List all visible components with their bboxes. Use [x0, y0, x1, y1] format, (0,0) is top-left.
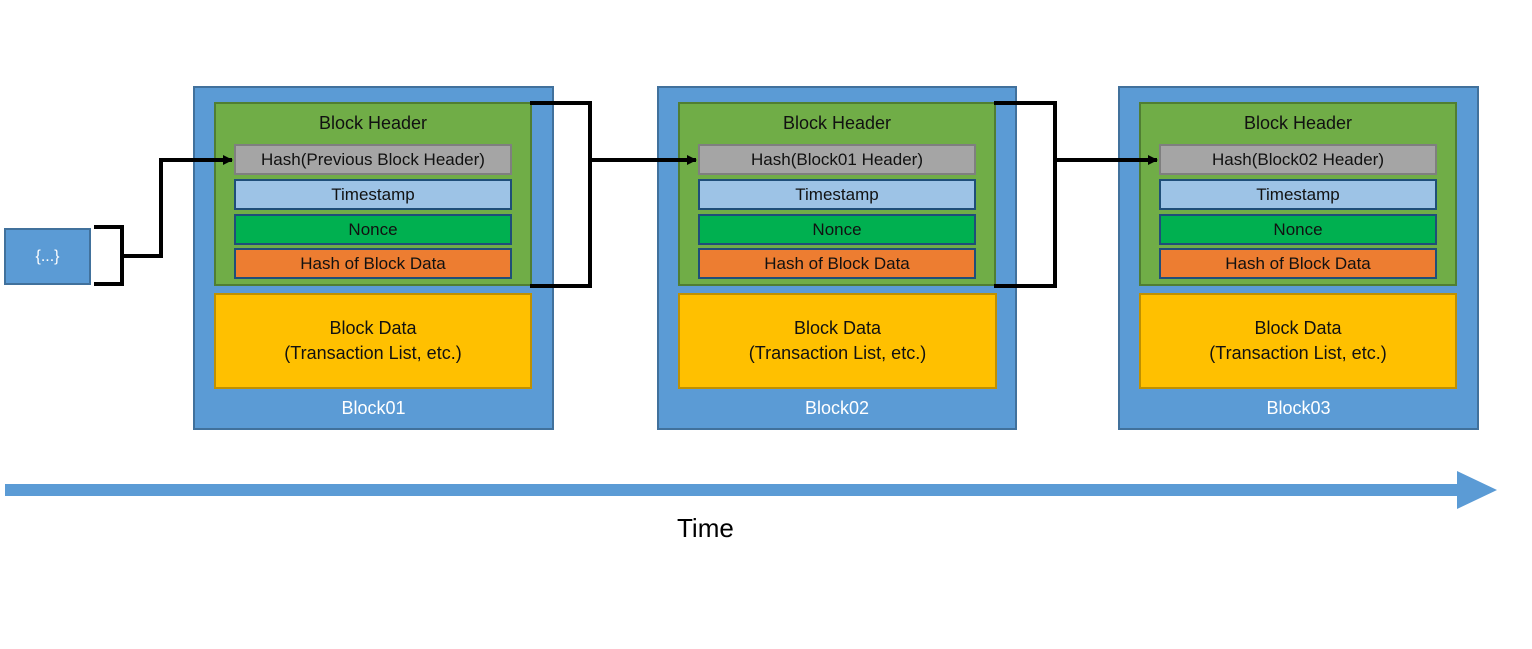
- block-02-label: Block02: [804, 398, 870, 418]
- block-02-data-title: Block Data: [793, 318, 882, 338]
- block-01-data: Block Data (Transaction List, etc.): [214, 293, 532, 389]
- block-03-data-title: Block Data: [1254, 318, 1342, 338]
- block-03-nonce-field: Nonce: [1159, 214, 1437, 245]
- timeline-label: Time: [677, 513, 734, 543]
- block-03-prev-hash-field: Hash(Block02 Header): [1159, 144, 1437, 175]
- block-01-data-title: Block Data: [329, 318, 417, 338]
- bracket-block-02-header: [994, 101, 1057, 288]
- block-02-prev-hash-field: Hash(Block01 Header): [698, 144, 976, 175]
- block-01-label: Block01: [341, 398, 406, 418]
- block-03-label: Block03: [1266, 398, 1331, 418]
- block-02-timestamp-field: Timestamp: [698, 179, 976, 210]
- block-02-header-title: Block Header: [782, 113, 892, 133]
- block-03-timestamp-field: Timestamp: [1159, 179, 1437, 210]
- block-03-header-title: Block Header: [1243, 113, 1353, 133]
- block-01-data-hash-field: Hash of Block Data: [234, 248, 512, 279]
- block-01-prev-hash-field: Hash(Previous Block Header): [234, 144, 512, 175]
- block-01-nonce-field: Nonce: [234, 214, 512, 245]
- bracket-block-01-header: [530, 101, 592, 288]
- block-01-data-subtitle: (Transaction List, etc.): [284, 343, 462, 363]
- block-01-header-title: Block Header: [318, 113, 428, 133]
- block-02-data-subtitle: (Transaction List, etc.): [748, 343, 927, 363]
- block-02-data-hash-field: Hash of Block Data: [698, 248, 976, 279]
- timeline-arrowhead: [1457, 471, 1497, 509]
- block-03-data: Block Data (Transaction List, etc.): [1139, 293, 1457, 389]
- block-01-timestamp-field: Timestamp: [234, 179, 512, 210]
- previous-block-label: {...}: [35, 247, 60, 265]
- bracket-genesis: [94, 225, 124, 286]
- block-03-data-subtitle: (Transaction List, etc.): [1209, 343, 1387, 363]
- block-03-data-hash-field: Hash of Block Data: [1159, 248, 1437, 279]
- block-02-nonce-field: Nonce: [698, 214, 976, 245]
- previous-block-placeholder: {...}: [4, 228, 91, 285]
- timeline-bar: [5, 484, 1460, 496]
- arrow-genesis-to-block-01: [122, 155, 233, 258]
- block-02-data: Block Data (Transaction List, etc.): [678, 293, 997, 389]
